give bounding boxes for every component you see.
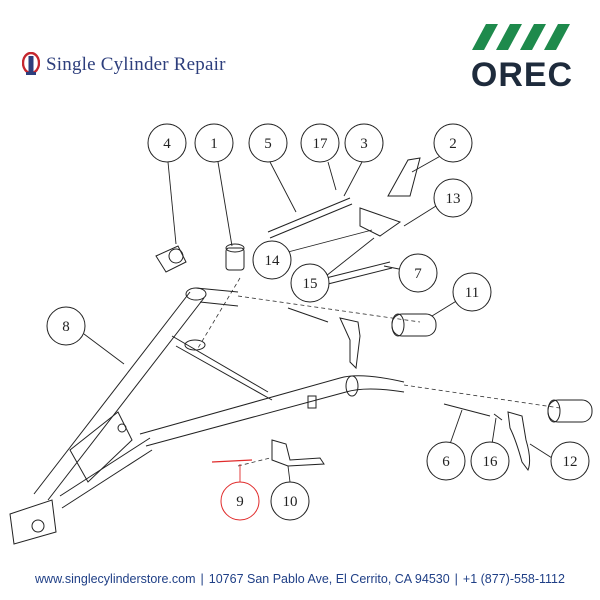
callout-number: 13 [446, 191, 461, 207]
callout-number: 15 [303, 276, 318, 292]
brand-logo: Single Cylinder Repair [22, 52, 226, 78]
callout-number: 8 [62, 319, 70, 335]
address-text: 10767 San Pablo Ave, El Cerrito, CA 9453… [208, 572, 450, 586]
callout-leader [325, 237, 375, 277]
callout-circle [248, 123, 288, 163]
callout-15[interactable]: 15 [290, 237, 375, 303]
callout-leader [327, 161, 337, 191]
callout-circle [300, 123, 340, 163]
piston-icon [22, 52, 40, 75]
orec-wordmark: OREC [470, 56, 574, 94]
callout-number: 12 [563, 454, 578, 470]
callout-leader [431, 299, 459, 317]
website-link[interactable]: www.singlecylinderstore.com [35, 572, 196, 586]
callout-circle [252, 240, 292, 280]
callout-circle [290, 263, 330, 303]
callout-circle [194, 123, 234, 163]
callout-leader [491, 417, 497, 445]
callout-number: 10 [283, 494, 298, 510]
callout-4[interactable]: 4 [147, 123, 187, 245]
callout-9[interactable]: 9 [220, 464, 260, 521]
callout-circle [344, 123, 384, 163]
parts [155, 157, 593, 472]
assembly-lines [197, 277, 561, 467]
callout-17[interactable]: 17 [300, 123, 340, 191]
brand-name: Single Cylinder Repair [46, 54, 226, 75]
callout-number: 6 [442, 454, 450, 470]
callout-10[interactable]: 10 [270, 465, 310, 521]
callout-number: 11 [465, 285, 479, 301]
callout-number: 1 [210, 136, 218, 152]
callout-number: 9 [236, 494, 244, 510]
callout-number: 14 [265, 253, 281, 269]
callout-5[interactable]: 5 [248, 123, 297, 213]
callout-number: 7 [414, 266, 422, 282]
callout-leader [83, 333, 125, 365]
callout-circle [550, 441, 590, 481]
callout-3[interactable]: 3 [343, 123, 384, 197]
callout-circle [433, 178, 473, 218]
part-9-highlight [211, 459, 253, 463]
callout-leader [411, 153, 445, 173]
callout-leader [529, 443, 553, 459]
footer-separator: | [454, 572, 458, 586]
callout-2[interactable]: 2 [411, 123, 473, 173]
callout-12[interactable]: 12 [529, 441, 590, 481]
callout-number: 5 [264, 136, 272, 152]
callout-leader [287, 465, 291, 483]
orec-stripes-icon [472, 24, 570, 50]
callout-leader [343, 161, 363, 197]
callout-6[interactable]: 6 [426, 409, 466, 481]
orec-logo: OREC [462, 22, 582, 94]
callout-circle [426, 441, 466, 481]
phone-link[interactable]: +1 (877)-558-1112 [462, 572, 565, 586]
callout-leader [269, 161, 297, 213]
callout-circle [398, 253, 438, 293]
callout-circle [270, 481, 310, 521]
callout-leader [449, 409, 463, 445]
callout-leader [167, 161, 177, 245]
footer-bar: www.singlecylinderstore.com | 10767 San Pa… [0, 572, 600, 586]
callout-circle [433, 123, 473, 163]
callout-number: 2 [449, 136, 457, 152]
callout-leader [403, 205, 437, 227]
callout-circle [46, 306, 86, 346]
callout-circle [470, 441, 510, 481]
callout-number: 4 [163, 136, 171, 152]
callout-circle [452, 272, 492, 312]
callout-8[interactable]: 8 [46, 306, 125, 365]
callout-14[interactable]: 14 [252, 229, 373, 280]
callout-number: 16 [483, 454, 499, 470]
callout-1[interactable]: 1 [194, 123, 234, 247]
callout-leader [217, 161, 233, 247]
callout-circle [147, 123, 187, 163]
callout-11[interactable]: 11 [431, 272, 492, 317]
handlebar-frame [9, 287, 405, 545]
callout-circle [220, 481, 260, 521]
callout-number: 3 [360, 136, 368, 152]
callout-leader [287, 229, 373, 253]
callout-13[interactable]: 13 [403, 178, 473, 227]
footer-separator: | [200, 572, 204, 586]
callout-16[interactable]: 16 [470, 417, 510, 481]
callout-number: 17 [313, 136, 329, 152]
callout-7[interactable]: 7 [383, 253, 438, 293]
